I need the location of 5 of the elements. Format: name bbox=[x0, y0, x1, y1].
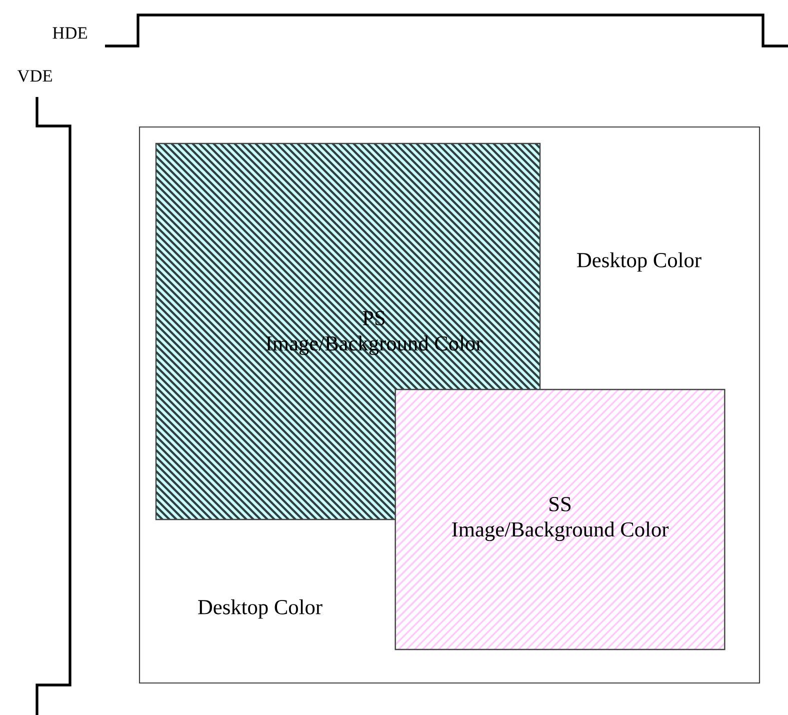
area-label: Desktop Color bbox=[577, 252, 702, 272]
signal-label: HDE bbox=[52, 27, 87, 39]
signal-label: VDE bbox=[17, 70, 52, 82]
area-label: Desktop Color bbox=[198, 599, 322, 619]
hatched-window: SS Image/Background Color bbox=[394, 388, 726, 650]
